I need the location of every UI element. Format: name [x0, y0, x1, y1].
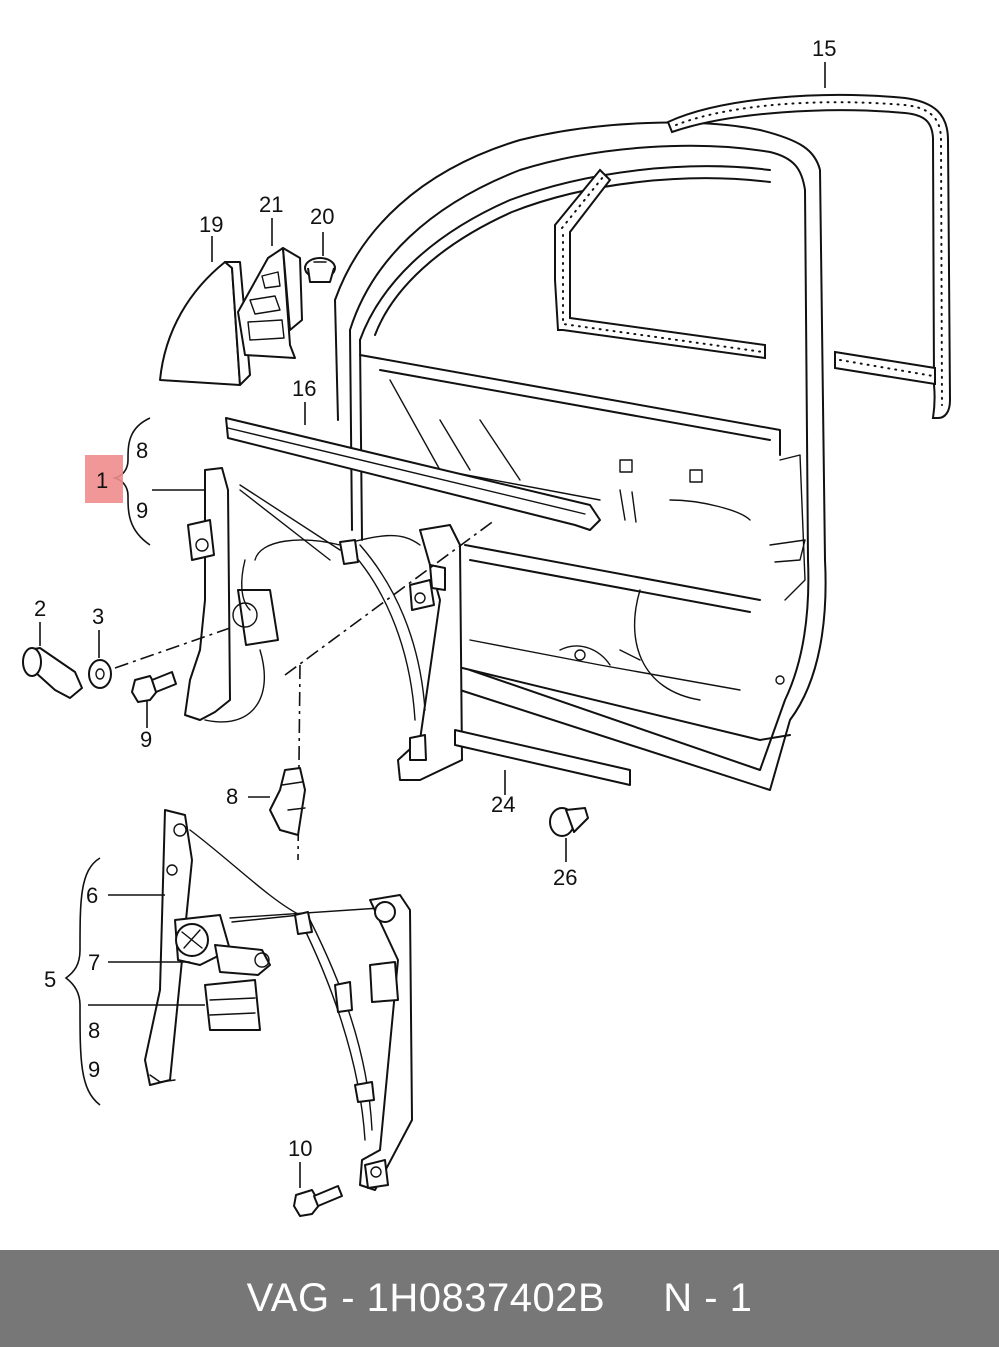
door-panel	[334, 121, 827, 791]
callout-15: 15	[812, 36, 836, 61]
window-strip-part-16	[225, 417, 601, 531]
callout-26: 26	[553, 865, 577, 890]
bolt-part-9	[131, 671, 177, 703]
bolt-part-10	[293, 1185, 343, 1217]
callout-8-lower: 8	[88, 1018, 100, 1043]
callout-2: 2	[34, 596, 46, 621]
callout-21: 21	[259, 192, 283, 217]
part-number-footer: VAG - 1H0837402B N - 1	[0, 1250, 999, 1347]
clip-part-20	[304, 257, 336, 283]
window-regulator-part-1	[184, 467, 463, 781]
callout-1: 1	[96, 468, 108, 493]
callout-10: 10	[288, 1136, 312, 1161]
clip-part-26	[549, 807, 589, 837]
callout-6: 6	[86, 883, 98, 908]
callout-5: 5	[44, 967, 56, 992]
callout-9-lower: 9	[88, 1057, 100, 1082]
leader-lines	[39, 62, 826, 1188]
parts-diagram: 15 16 19 21 20 8 1 9 2 3 9 8 24 26 6 7 5…	[22, 36, 952, 1217]
callout-8-upper: 8	[136, 438, 148, 463]
lower-strip-part-24	[454, 729, 631, 786]
guide-clip-part-8	[269, 767, 306, 836]
callout-9-upper: 9	[136, 498, 148, 523]
electric-regulator-part-5	[144, 809, 413, 1191]
door-seal-part-15	[554, 94, 952, 419]
callout-20: 20	[310, 204, 334, 229]
callout-3: 3	[92, 604, 104, 629]
callout-7: 7	[88, 950, 100, 975]
window-crank-part-2	[22, 647, 83, 699]
mirror-mount-part-21	[237, 247, 303, 359]
callout-labels: 15 16 19 21 20 8 1 9 2 3 9 8 24 26 6 7 5…	[34, 36, 836, 1161]
callout-16: 16	[292, 376, 316, 401]
callout-8-clip: 8	[226, 784, 238, 809]
callout-1-highlight	[85, 455, 123, 503]
callout-9-bolt: 9	[140, 727, 152, 752]
callout-24: 24	[491, 792, 515, 817]
callout-19: 19	[199, 212, 223, 237]
corner-trim-part-19	[159, 261, 251, 386]
washer-part-3	[88, 659, 112, 689]
